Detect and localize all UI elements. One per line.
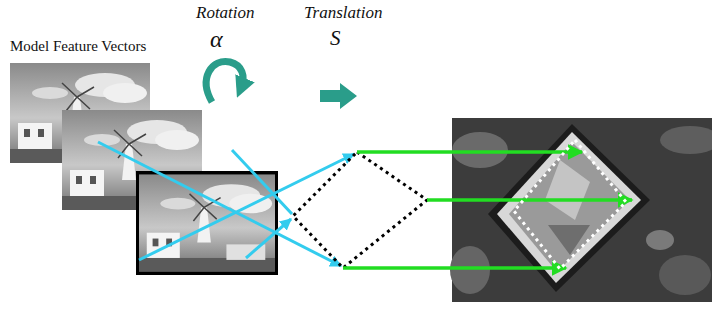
caption-label: Model Feature Vectors	[10, 38, 146, 55]
transform-label: S	[330, 27, 341, 50]
scene-texture	[452, 132, 508, 168]
translation-vector	[343, 266, 566, 270]
scene-texture	[646, 230, 674, 250]
scene-texture	[659, 255, 711, 295]
translation-vector	[427, 198, 632, 202]
translation-vectors	[343, 152, 632, 268]
model-image-stack	[10, 63, 278, 275]
scene-texture	[450, 246, 490, 294]
scene-texture	[660, 126, 712, 154]
translation-vector	[357, 150, 582, 154]
transform-label: Rotation	[196, 4, 255, 23]
scene-image	[450, 118, 712, 302]
translation-arrow	[320, 83, 357, 109]
feature-vector	[232, 150, 292, 214]
scene-frame-mat	[497, 132, 641, 283]
transform-label: Translation	[304, 4, 382, 23]
scene-photo-detail	[545, 160, 590, 220]
detected-outline	[514, 140, 626, 269]
rotated-outline	[293, 152, 427, 268]
scene-photo-detail	[548, 225, 590, 255]
rotation-arrow	[206, 61, 243, 102]
feature-vector	[246, 219, 291, 258]
scene-photo	[509, 142, 630, 272]
transform-label: α	[210, 26, 223, 52]
feature-vectors-rotated	[98, 142, 354, 266]
